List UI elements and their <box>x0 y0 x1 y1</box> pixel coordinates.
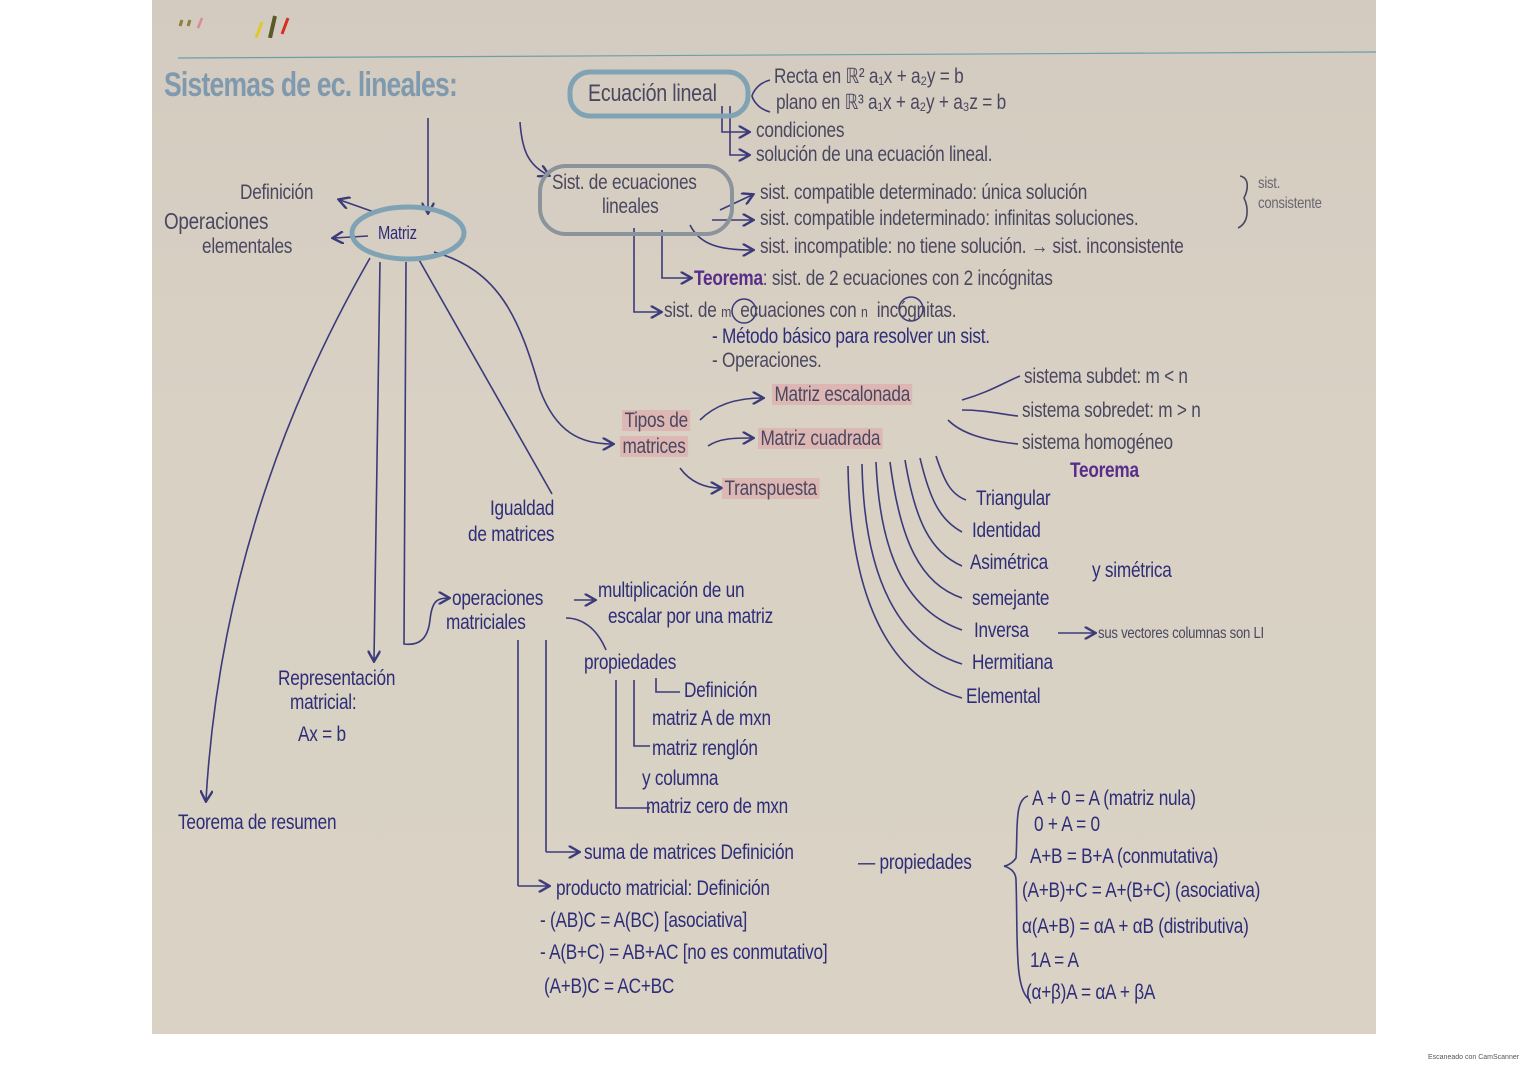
operaciones-elementales-line1: Operaciones <box>164 208 269 234</box>
cuadrada-item: Inversa <box>974 619 1029 642</box>
prod-prop: - A(B+C) = AB+AC [no es conmutativo] <box>540 941 828 964</box>
metodo-basico: - Método básico para resolver un sist. <box>712 325 990 348</box>
node-matriz: Matriz <box>378 223 417 243</box>
tipos-line2: matrices <box>620 436 689 457</box>
prop-cero: matriz cero de mxn <box>646 795 788 818</box>
incompatible: sist. incompatible: no tiene solución. →… <box>760 235 1184 258</box>
sist-mn: sist. de m ecuaciones con n incógnitas. <box>664 299 957 322</box>
igualdad-line1: Igualdad <box>490 497 555 520</box>
propiedades: propiedades <box>584 651 677 674</box>
producto-matricial: producto matricial: Definición <box>556 877 770 900</box>
teorema-text: : sist. de 2 ecuaciones con 2 incógnitas <box>762 267 1053 290</box>
matriz-escalonada: Matriz escalonada <box>772 384 913 405</box>
operaciones-sist: - Operaciones. <box>712 349 822 372</box>
igualdad-line2: de matrices <box>468 523 555 546</box>
condiciones: condiciones <box>756 119 845 142</box>
prop-matriz-a: matriz A de mxn <box>652 707 771 730</box>
cuadrada-item: Triangular <box>976 487 1051 510</box>
circled-n: n <box>861 304 868 321</box>
suma-prop-item: α(A+B) = αA + αB (distributiva) <box>1022 915 1249 938</box>
suma-prop-item: A+B = B+A (conmutativa) <box>1030 845 1219 868</box>
prop-renglon-line2: y columna <box>642 767 719 790</box>
suma-prop-item: 1A = A <box>1030 949 1079 972</box>
suma-propiedades: — propiedades <box>858 851 972 874</box>
sistema-homogeneo: sistema homogéneo <box>1022 431 1173 454</box>
node-ecuacion-lineal: Ecuación lineal <box>588 80 717 107</box>
circled-m: m <box>721 304 732 321</box>
operaciones-matriciales-line2: matriciales <box>446 611 526 634</box>
notebook-page <box>152 0 1376 1034</box>
suma-prop-item: A + 0 = A (matriz nula) <box>1032 787 1196 810</box>
prop-renglon-line1: matriz renglón <box>652 737 758 760</box>
representacion-line2: matricial: <box>290 691 357 714</box>
cuadrada-item: Elemental <box>966 685 1041 708</box>
consistente-line2: consistente <box>1258 195 1322 212</box>
transpuesta: Transpuesta <box>722 478 820 499</box>
node-sistema-line1: Sist. de ecuaciones <box>552 171 697 194</box>
recta-r2: Recta en ℝ² a₁x + a₂y = b <box>774 65 964 88</box>
teorema-resumen: Teorema de resumen <box>178 811 337 834</box>
node-sistema-line2: lineales <box>602 195 659 218</box>
suma-matrices: suma de matrices Definición <box>584 841 794 864</box>
solucion-ecuacion: solución de una ecuación lineal. <box>756 143 993 166</box>
cuadrada-item: Hermitiana <box>972 651 1053 674</box>
cuadrada-item: Identidad <box>972 519 1041 542</box>
teorema-2x2: Teorema: sist. de 2 ecuaciones con 2 inc… <box>694 268 1053 289</box>
sistema-subdet: sistema subdet: m < n <box>1024 365 1188 388</box>
simetrica: y simétrica <box>1092 559 1172 582</box>
representacion-line1: Representación <box>278 667 396 690</box>
compatible-indeterminado: sist. compatible indeterminado: infinita… <box>760 207 1139 230</box>
sistema-sobredet: sistema sobredet: m > n <box>1022 399 1201 422</box>
teorema-label: Teorema <box>694 267 763 290</box>
prod-prop: - (AB)C = A(BC) [asociativa] <box>540 909 747 932</box>
suma-prop-item: 0 + A = 0 <box>1034 813 1100 836</box>
scanner-watermark: Escaneado con CamScanner <box>1428 1054 1520 1061</box>
prod-prop: (A+B)C = AC+BC <box>544 975 675 998</box>
compatible-determinado: sist. compatible determinado: única solu… <box>760 181 1088 204</box>
homogeneo-teorema: Teorema <box>1070 459 1139 482</box>
inversa-note: sus vectores columnas son LI <box>1098 625 1264 642</box>
cuadrada-item: semejante <box>972 587 1050 610</box>
suma-prop-item: (A+B)+C = A+(B+C) (asociativa) <box>1022 879 1261 902</box>
color-tick-marks <box>178 15 290 38</box>
suma-prop-item: (α+β)A = αA + βA <box>1026 981 1156 1004</box>
consistente-line1: sist. <box>1258 175 1281 192</box>
operaciones-matriciales-line1: operaciones <box>452 587 544 610</box>
operaciones-elementales-line2: elementales <box>202 235 293 258</box>
matriz-definicion: Definición <box>240 181 314 204</box>
escalar-line2: escalar por una matriz <box>608 605 773 628</box>
matriz-cuadrada: Matriz cuadrada <box>758 428 883 449</box>
representacion-eq: Ax = b <box>298 723 346 746</box>
tipos-line1: Tipos de <box>622 410 691 431</box>
prop-definicion: Definición <box>684 679 758 702</box>
plano-r3: plano en ℝ³ a₁x + a₂y + a₃z = b <box>776 91 1006 114</box>
escalar-line1: multiplicación de un <box>598 579 745 602</box>
map-title: Sistemas de ec. lineales: <box>164 66 458 104</box>
cuadrada-item: Asimétrica <box>970 551 1048 574</box>
